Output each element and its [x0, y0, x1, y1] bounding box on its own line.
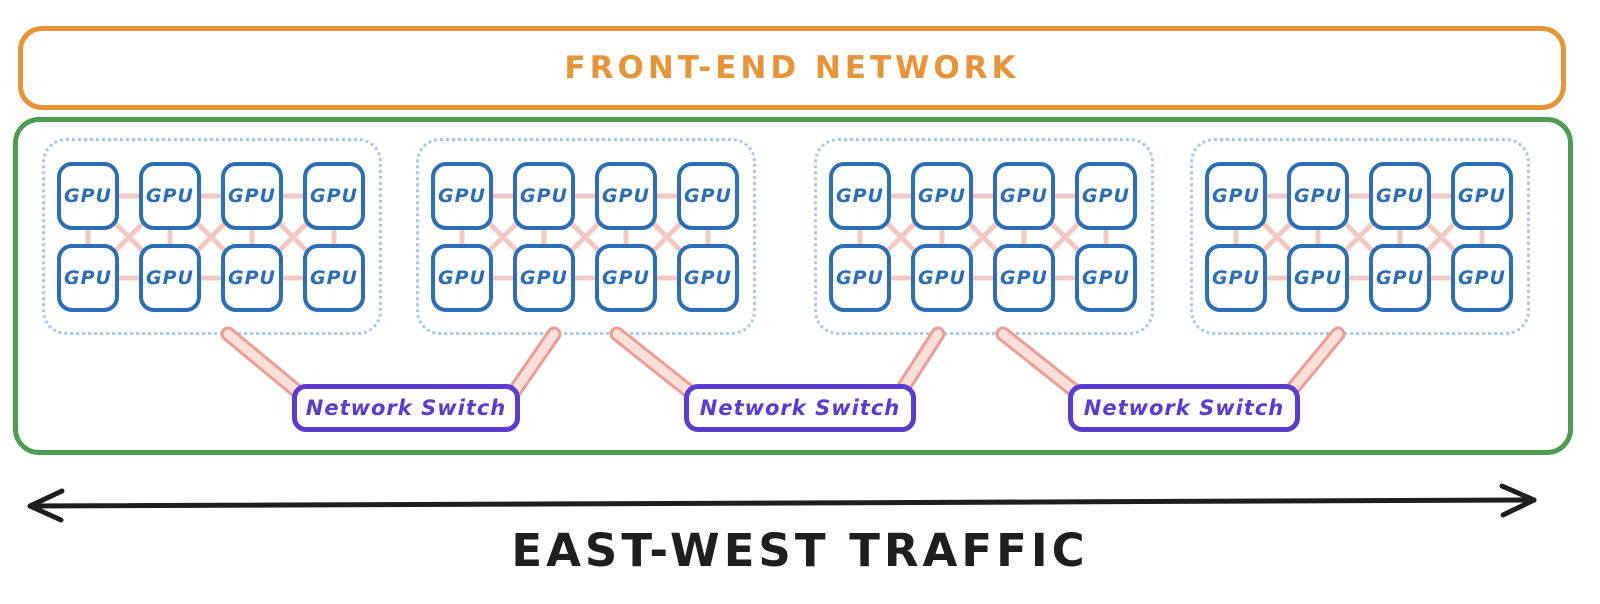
gpu-node: GPU: [911, 244, 973, 312]
gpu-node: GPU: [595, 162, 657, 230]
gpu-cluster-2: GPU GPU GPU GPU GPU GPU GPU GPU: [416, 138, 756, 335]
gpu-node: GPU: [1369, 162, 1431, 230]
gpu-node: GPU: [677, 244, 739, 312]
network-switch-1: Network Switch: [292, 384, 520, 432]
gpu-node: GPU: [513, 162, 575, 230]
gpu-node: GPU: [1075, 162, 1137, 230]
gpu-node: GPU: [1205, 244, 1267, 312]
gpu-node: GPU: [303, 162, 365, 230]
network-switch-1-label: Network Switch: [305, 396, 507, 420]
gpu-node: GPU: [1369, 244, 1431, 312]
gpu-node: GPU: [1451, 162, 1513, 230]
gpu-node: GPU: [513, 244, 575, 312]
gpu-node: GPU: [595, 244, 657, 312]
front-end-network-box: FRONT-END NETWORK: [18, 26, 1566, 110]
gpu-mesh-links: [857, 193, 1109, 281]
gpu-node: GPU: [1287, 162, 1349, 230]
gpu-mesh-links: [85, 193, 337, 281]
gpu-node: GPU: [57, 162, 119, 230]
network-switch-3-label: Network Switch: [1083, 396, 1285, 420]
gpu-node: GPU: [221, 244, 283, 312]
gpu-cluster-1: GPU GPU GPU GPU GPU GPU GPU GPU: [42, 138, 382, 335]
gpu-node: GPU: [1451, 244, 1513, 312]
gpu-node: GPU: [303, 244, 365, 312]
network-switch-2-label: Network Switch: [699, 396, 901, 420]
gpu-node: GPU: [1205, 162, 1267, 230]
gpu-node: GPU: [911, 162, 973, 230]
gpu-node: GPU: [139, 244, 201, 312]
gpu-mesh-links: [1233, 193, 1485, 281]
network-switch-3: Network Switch: [1068, 384, 1300, 432]
gpu-node: GPU: [221, 162, 283, 230]
arrowhead-left: [27, 488, 65, 523]
gpu-cluster-3: GPU GPU GPU GPU GPU GPU GPU GPU: [814, 138, 1154, 335]
gpu-cluster-4: GPU GPU GPU GPU GPU GPU GPU GPU: [1190, 138, 1530, 335]
gpu-node: GPU: [1075, 244, 1137, 312]
gpu-node: GPU: [431, 162, 493, 230]
gpu-mesh-links: [459, 193, 711, 281]
network-switch-2: Network Switch: [684, 384, 916, 432]
gpu-node: GPU: [829, 162, 891, 230]
gpu-node: GPU: [1287, 244, 1349, 312]
gpu-node: GPU: [993, 162, 1055, 230]
gpu-node: GPU: [431, 244, 493, 312]
gpu-node: GPU: [993, 244, 1055, 312]
gpu-node: GPU: [677, 162, 739, 230]
arrowhead-right: [1499, 483, 1537, 518]
gpu-node: GPU: [57, 244, 119, 312]
gpu-node: GPU: [139, 162, 201, 230]
east-west-traffic-label: EAST-WEST TRAFFIC: [511, 524, 1089, 577]
front-end-network-label: FRONT-END NETWORK: [564, 50, 1020, 86]
gpu-node: GPU: [829, 244, 891, 312]
